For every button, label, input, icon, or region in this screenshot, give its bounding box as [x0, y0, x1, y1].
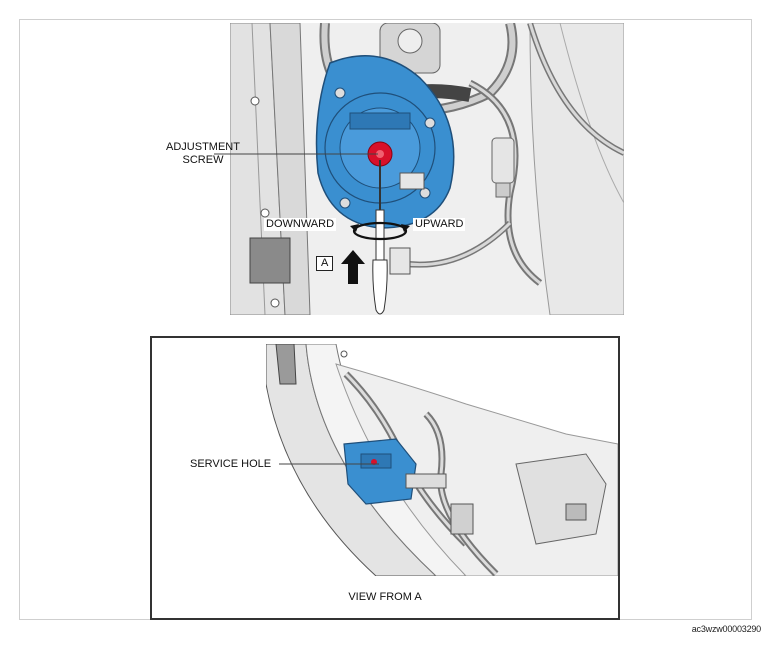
adjustment-screw-label: ADJUSTMENT SCREW [143, 141, 263, 167]
screwdriver-icon [372, 160, 388, 315]
headlight-rear-drawing [230, 23, 624, 315]
view-from-a-illustration [266, 344, 618, 576]
adjustment-screw-leader-line [214, 153, 378, 155]
document-id: ac3wzw00003290 [691, 624, 761, 634]
rotation-arrows-icon [350, 221, 410, 241]
service-hole-leader-line [279, 463, 379, 465]
upward-label: UPWARD [413, 218, 466, 231]
service-hole-label: SERVICE HOLE [190, 458, 272, 470]
adjustment-screw-label-line2: SCREW [182, 154, 224, 166]
view-from-a-drawing [266, 344, 618, 576]
view-direction-arrow-icon [341, 250, 365, 284]
downward-label: DOWNWARD [264, 218, 337, 231]
adjustment-screw-label-line1: ADJUSTMENT [166, 141, 240, 153]
view-from-a-caption: VIEW FROM A [348, 591, 422, 603]
view-marker-a: A [316, 256, 334, 271]
headlight-rear-illustration [230, 23, 624, 315]
